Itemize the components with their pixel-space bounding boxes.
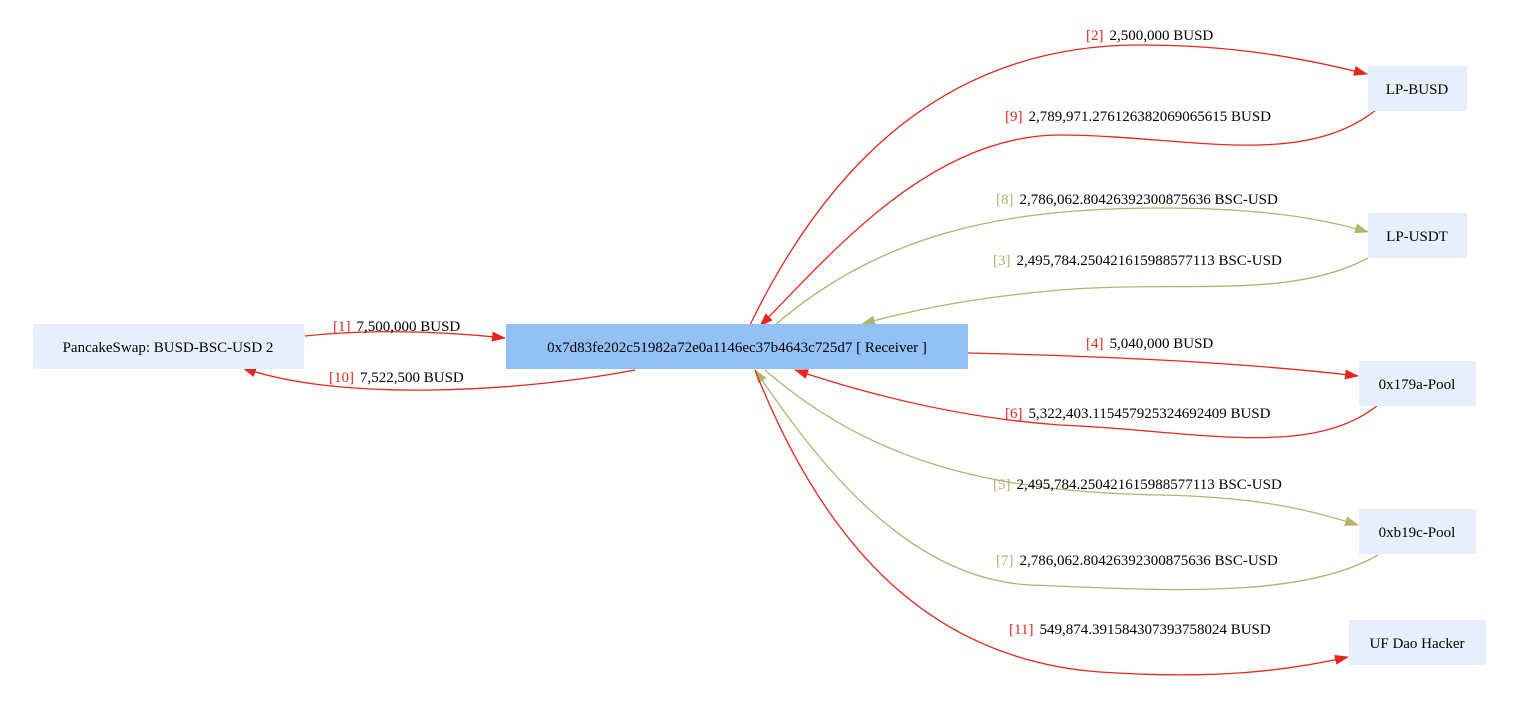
edge-7-path[interactable] (754, 369, 1379, 591)
node-0xb19c-pool-box[interactable] (1359, 509, 1476, 554)
edge-5-amount: 2,495,784.250421615988577113 BSC-USD (1017, 477, 1282, 493)
edge-6-amount: 5,322,403.115457925324692409 BUSD (1029, 406, 1271, 422)
edge-1-label: [1] 7,500,000 BUSD (333, 319, 460, 335)
edge-8-amount: 2,786,062.80426392300875636 BSC-USD (1020, 192, 1279, 208)
node-lp-busd[interactable]: LP-BUSD (1368, 66, 1467, 111)
edge-11-amount: 549,874.391584307393758024 BUSD (1039, 622, 1270, 638)
edge-4-amount: 5,040,000 BUSD (1110, 336, 1214, 352)
edge-5-step: [5] (993, 477, 1011, 493)
edge-10-amount: 7,522,500 BUSD (360, 370, 464, 386)
node-receiver-label: 0x7d83fe202c51982a72e0a1146ec37b4643c725… (547, 340, 927, 356)
node-pancakeswap-label: PancakeSwap: BUSD-BSC-USD 2 (63, 340, 274, 356)
node-pancakeswap-box[interactable] (33, 324, 304, 369)
edge-1-step: [1] (333, 319, 351, 335)
edge-4-label: [4] 5,040,000 BUSD (1086, 336, 1213, 352)
edge-3-label: [3] 2,495,784.250421615988577113 BSC-USD (993, 253, 1282, 269)
node-uf-dao-hacker[interactable]: UF Dao Hacker (1349, 620, 1486, 665)
edge-7-amount: 2,786,062.80426392300875636 BSC-USD (1020, 553, 1279, 569)
node-uf-dao-hacker-label: UF Dao Hacker (1370, 636, 1465, 652)
edge-9-path[interactable] (759, 109, 1377, 327)
edge-6-path[interactable] (794, 369, 1379, 439)
edge-11-path[interactable] (754, 369, 1349, 676)
edge-4-step: [4] (1086, 336, 1104, 352)
edge-labels: [1] 7,500,000 BUSD [10] 7,522,500 BUSD [2]… (329, 28, 1282, 638)
node-lp-busd-label: LP-BUSD (1386, 82, 1449, 98)
edge-10-label: [10] 7,522,500 BUSD (329, 370, 464, 386)
edges (242, 44, 1379, 676)
edge-5-path[interactable] (764, 369, 1359, 526)
edge-3-amount: 2,495,784.250421615988577113 BSC-USD (1017, 253, 1282, 269)
edge-8-step: [8] (996, 192, 1014, 208)
edge-1-amount: 7,500,000 BUSD (357, 319, 461, 335)
edge-7-label: [7] 2,786,062.80426392300875636 BSC-USD (996, 553, 1278, 569)
edge-8-label: [8] 2,786,062.80426392300875636 BSC-USD (996, 192, 1278, 208)
edge-3-step: [3] (993, 253, 1011, 269)
edge-8-path[interactable] (774, 207, 1369, 326)
node-lp-usdt[interactable]: LP-USDT (1368, 213, 1467, 258)
node-0x179a-pool-label: 0x179a-Pool (1379, 377, 1456, 393)
edge-10-path[interactable] (242, 367, 636, 391)
node-lp-busd-box[interactable] (1368, 66, 1467, 111)
edge-2-label: [2] 2,500,000 BUSD (1086, 28, 1213, 44)
edge-4-path[interactable] (967, 352, 1359, 380)
node-pancakeswap[interactable]: PancakeSwap: BUSD-BSC-USD 2 (33, 324, 304, 369)
edge-2-step: [2] (1086, 28, 1104, 44)
node-0x179a-pool-box[interactable] (1359, 361, 1476, 406)
edge-9-label: [9] 2,789,971.276126382069065615 BUSD (1005, 109, 1271, 125)
edge-2-amount: 2,500,000 BUSD (1110, 28, 1214, 44)
node-0xb19c-pool[interactable]: 0xb19c-Pool (1359, 509, 1476, 554)
edge-11-step: [11] (1009, 622, 1033, 638)
node-0xb19c-pool-label: 0xb19c-Pool (1379, 525, 1456, 541)
edge-9-amount: 2,789,971.276126382069065615 BUSD (1029, 109, 1272, 125)
edge-3-path[interactable] (861, 257, 1369, 326)
node-uf-dao-hacker-box[interactable] (1349, 620, 1486, 665)
edge-2-path[interactable] (749, 44, 1368, 326)
edge-10-step: [10] (329, 370, 354, 386)
edge-5-label: [5] 2,495,784.250421615988577113 BSC-USD (993, 477, 1282, 493)
node-receiver[interactable]: 0x7d83fe202c51982a72e0a1146ec37b4643c725… (506, 324, 968, 369)
node-receiver-box[interactable] (506, 324, 968, 369)
node-lp-usdt-label: LP-USDT (1386, 229, 1448, 245)
edge-11-label: [11] 549,874.391584307393758024 BUSD (1009, 622, 1271, 638)
edge-6-label: [6] 5,322,403.115457925324692409 BUSD (1005, 406, 1271, 422)
edge-7-step: [7] (996, 553, 1014, 569)
edge-6-step: [6] (1005, 406, 1023, 422)
node-0x179a-pool[interactable]: 0x179a-Pool (1359, 361, 1476, 406)
edge-9-step: [9] (1005, 109, 1023, 125)
node-lp-usdt-box[interactable] (1368, 213, 1467, 258)
edge-1-path[interactable] (304, 331, 506, 342)
